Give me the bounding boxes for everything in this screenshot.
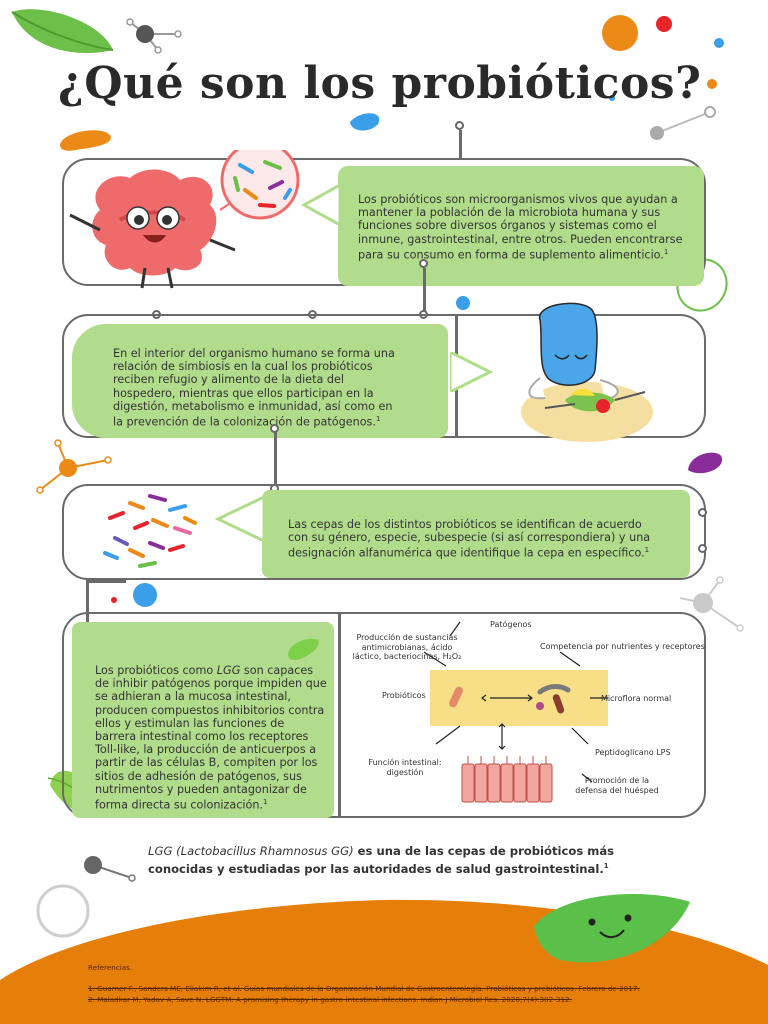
section-2-text: En el interior del organismo humano se f…: [113, 347, 395, 429]
diagram-label-produccion: Producción de sustancias antimicrobianas…: [352, 633, 462, 661]
reference-item: 2. Maladkar M, Yadav A, Save N. LGGTM: A…: [88, 995, 572, 1004]
connector-line: [86, 580, 126, 583]
section-4-divider: [338, 612, 341, 818]
section-3-textbox: [262, 490, 690, 578]
stomach-eating-icon: [521, 302, 653, 442]
section-2-textbox: [72, 324, 448, 438]
section-1-textbox: [338, 166, 704, 286]
lgg-statement: LGG (Lactobacillus Rhamnosus GG) es una …: [148, 844, 615, 876]
diagram-label-peptidoglicano: Peptidoglicano LPS: [595, 748, 671, 757]
diagram-label-microflora: Microflora normal: [601, 694, 672, 703]
connector-node: [419, 259, 428, 268]
section-3-frame: [62, 484, 706, 580]
diagram-label-patogenos: Patógenos: [490, 620, 532, 629]
section-1-text: Los probióticos son microorganismos vivo…: [358, 193, 683, 262]
section-3-text: Las cepas de los distintos probióticos s…: [288, 518, 651, 561]
diagram-label-promocion: Promoción de la defensa del huésped: [575, 776, 659, 795]
connector-node: [698, 544, 707, 553]
connector-line: [423, 268, 426, 316]
references: Referencias. 1. Guarner F., Sanders ME, …: [88, 963, 640, 1004]
section-2-pointer: [450, 352, 494, 392]
section-1-pointer: [300, 185, 340, 225]
page-title: ¿Qué son los probióticos?: [58, 58, 702, 109]
section-3-pointer: [214, 497, 264, 541]
diagram-label-probioticos: Probióticos: [382, 691, 426, 700]
section-4-frame: [62, 612, 706, 818]
section-4-blob: [288, 638, 319, 660]
probiotic-mechanism-diagram: [423, 621, 608, 803]
diagram-label-funcion: Función intestinal: digestión: [368, 758, 442, 777]
reference-item: 1. Guarner F., Sanders ME, Eliakim R, et…: [88, 984, 640, 993]
bacteria-cluster-icon: [103, 494, 197, 568]
connector-line: [459, 130, 462, 160]
section-4-text: Los probióticos como LGG son capaces de …: [95, 664, 327, 812]
connector-line: [274, 432, 277, 488]
intestine-character-icon: [69, 150, 300, 289]
connector-node: [455, 121, 464, 130]
happy-leaf-icon: [534, 894, 690, 963]
diagram-label-competencia: Competencia por nutrientes y receptores: [540, 642, 705, 651]
connector-node: [698, 508, 707, 517]
